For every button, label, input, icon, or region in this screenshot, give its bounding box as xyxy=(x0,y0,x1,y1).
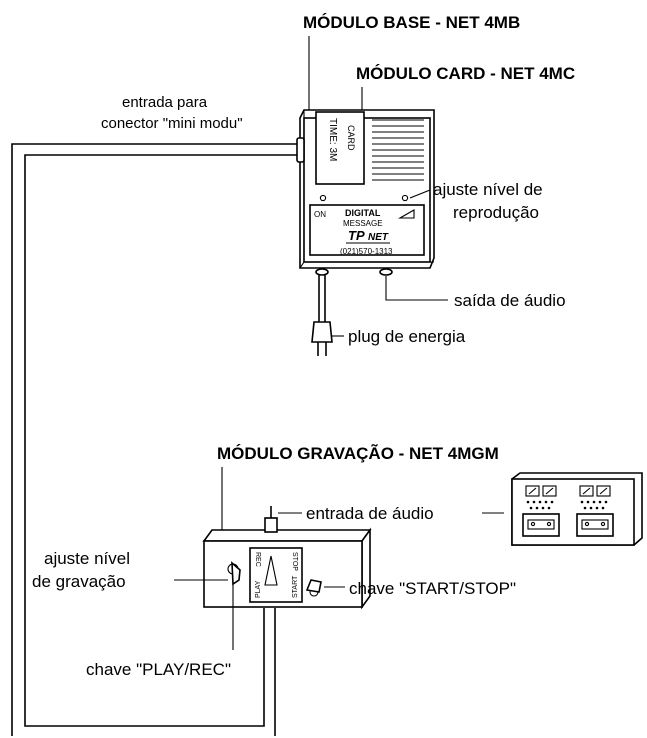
right-unit-dots xyxy=(580,500,608,510)
playback-level-callout-line2: reprodução xyxy=(453,203,539,222)
audio-output-callout: saída de áudio xyxy=(454,291,566,310)
play-label: PLAY xyxy=(255,580,262,598)
card-label: CARD xyxy=(346,125,356,151)
play-rec-toggle[interactable] xyxy=(227,561,241,586)
audio-input-callout: entrada de áudio xyxy=(306,504,434,523)
card-module-title: MÓDULO CARD - NET 4MC xyxy=(356,64,575,83)
speaker-grille xyxy=(372,119,424,181)
title-leaders xyxy=(221,36,363,530)
connection-cable xyxy=(11,143,300,736)
time-label: TIME: 3M xyxy=(327,118,338,161)
recording-module: REC STOP PLAY START xyxy=(202,506,372,610)
start-stop-callout: chave "START/STOP" xyxy=(349,579,516,598)
rec-level-callout-line1: ajuste nível xyxy=(44,549,130,568)
brand-tp: TP xyxy=(348,228,365,243)
digital-label: DIGITAL xyxy=(345,208,381,218)
rec-level-callout-line2: de gravação xyxy=(32,572,126,591)
rec-label: REC xyxy=(254,552,261,567)
base-module: CARD TIME: 3M ON DIGITAL MESSAGE TP NET … xyxy=(296,109,435,356)
connector-callout-line1: entrada para xyxy=(122,94,208,111)
message-label: MESSAGE xyxy=(343,219,383,228)
brand-net: NET xyxy=(368,232,389,243)
playback-level-callout-line1: ajuste nível de xyxy=(433,180,543,199)
start-stop-toggle[interactable] xyxy=(305,579,322,597)
power-plug-callout: plug de energia xyxy=(348,327,466,346)
base-module-title: MÓDULO BASE - NET 4MB xyxy=(303,13,520,32)
start-label: START xyxy=(292,575,299,598)
recording-module-title: MÓDULO GRAVAÇÃO - NET 4MGM xyxy=(217,443,499,463)
left-unit-dots xyxy=(526,500,554,510)
on-label: ON xyxy=(314,210,326,219)
play-rec-callout: chave "PLAY/REC" xyxy=(86,660,231,679)
phone-number: (021)570-1313 xyxy=(340,247,393,256)
rack-units xyxy=(511,472,643,546)
connector-callout-line2: conector "mini modu" xyxy=(101,115,243,132)
stop-label: STOP xyxy=(291,552,298,571)
